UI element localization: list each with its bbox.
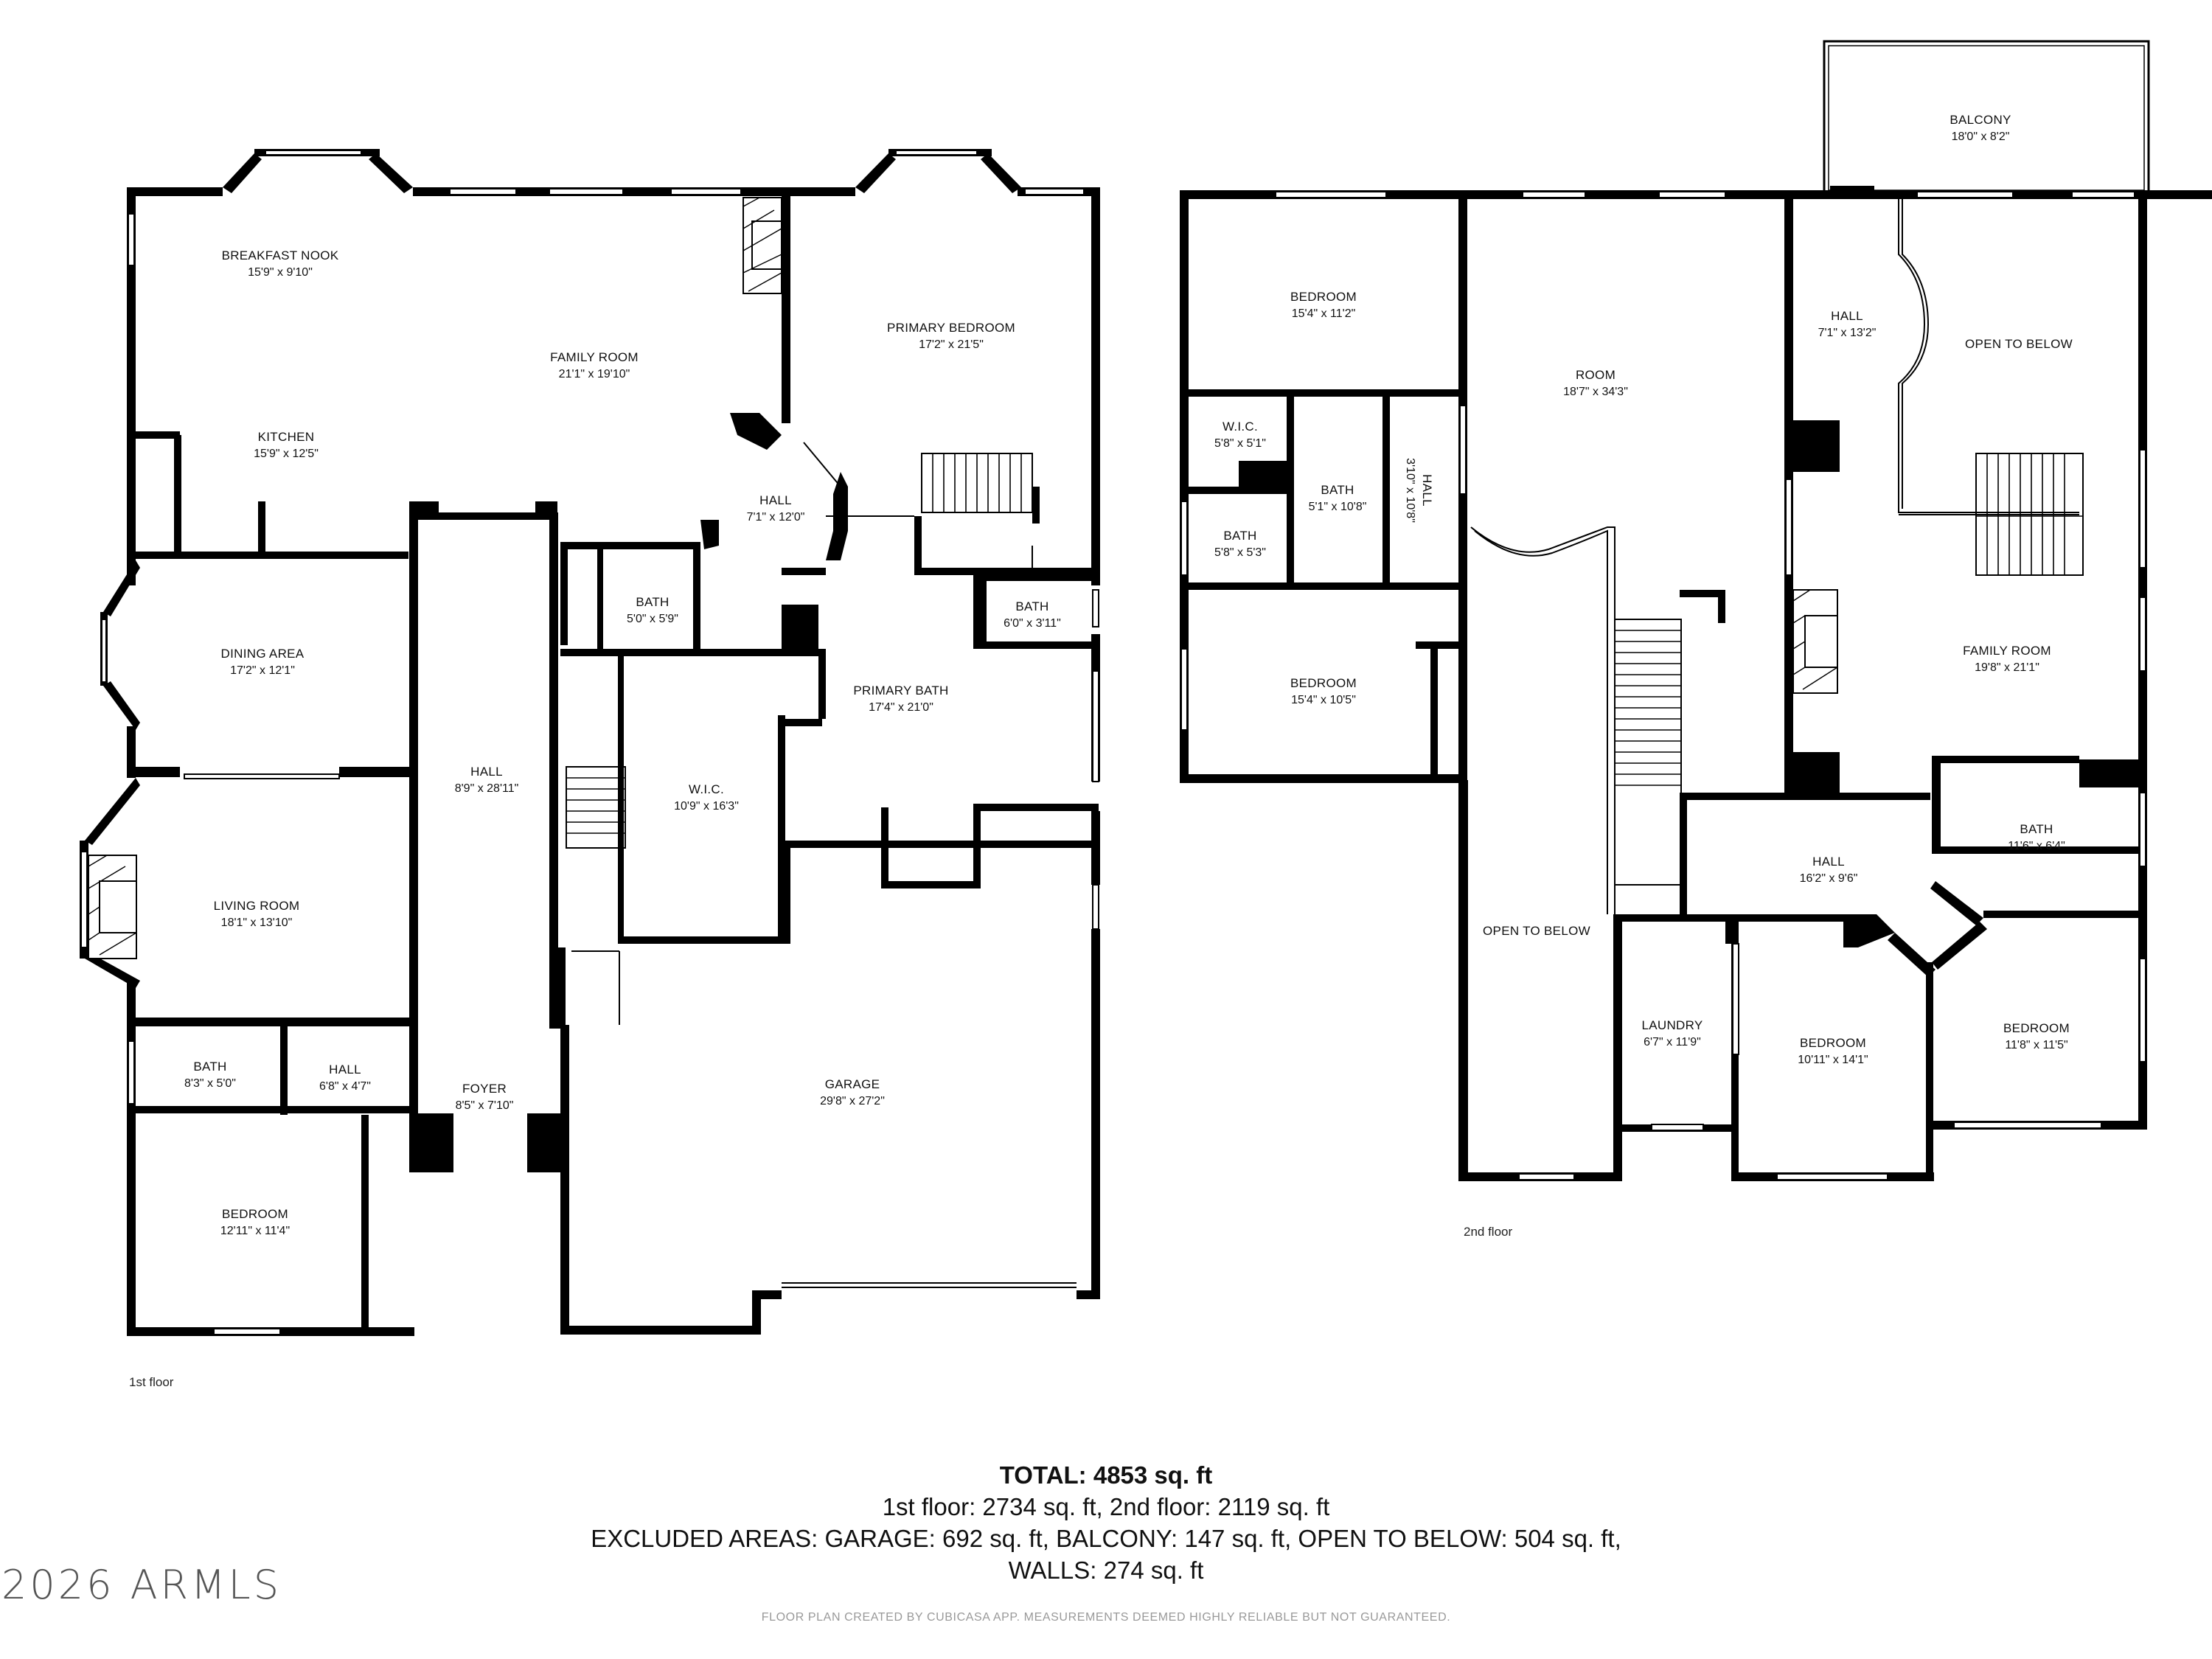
first-floor-stairs-hall: [566, 766, 626, 849]
room-dimensions: 5'1" x 10'8": [1309, 501, 1367, 513]
room-name: BALCONY: [1950, 113, 2011, 127]
total-area: TOTAL: 4853 sq. ft: [999, 1461, 1213, 1489]
second-floor-stairs-family: [1975, 453, 2084, 576]
room-dimensions: 15'9" x 9'10": [248, 266, 313, 279]
room-dimensions: 17'2" x 21'5": [919, 338, 984, 351]
room-name: BEDROOM: [1290, 290, 1357, 304]
room-name: PRIMARY BATH: [853, 684, 948, 698]
room-name: KITCHEN: [258, 430, 315, 444]
first-floor-plan: BREAKFAST NOOK 15'9" x 9'10" FAMILY ROOM…: [80, 149, 1100, 1389]
room-dimensions: 19'8" x 21'1": [1975, 661, 2039, 674]
room-name: LIVING ROOM: [214, 899, 300, 913]
room-dimensions: 17'2" x 12'1": [230, 664, 295, 677]
room-dimensions: 6'8" x 4'7": [319, 1080, 371, 1093]
room-name: HALL: [1420, 474, 1434, 507]
room-name: BREAKFAST NOOK: [222, 248, 339, 262]
floor-label: 1st floor: [129, 1375, 174, 1389]
room-name: LAUNDRY: [1641, 1018, 1703, 1032]
room-dimensions: 5'8" x 5'1": [1214, 437, 1266, 450]
room-name: FOYER: [462, 1082, 507, 1096]
open-to-below-upper-outline: [1467, 199, 2079, 1172]
fireplace-living-room: [88, 855, 137, 959]
room-dimensions: 29'8" x 27'2": [820, 1095, 885, 1107]
room-name: HALL: [470, 765, 503, 779]
first-floor-thin-lines: [176, 439, 1077, 1324]
disclaimer: FLOOR PLAN CREATED BY CUBICASA APP. MEAS…: [761, 1611, 1451, 1624]
room-dimensions: 8'9" x 28'11": [455, 782, 519, 795]
second-floor-plan: BALCONY 18'0" x 8'2" BEDROOM 15'4" x 11'…: [1180, 40, 2212, 1239]
room-dimensions: 18'7" x 34'3": [1563, 386, 1628, 398]
room-name: HALL: [1831, 309, 1863, 323]
room-dimensions: 5'8" x 5'3": [1214, 546, 1266, 559]
room-name: HALL: [1812, 855, 1845, 869]
room-dimensions: 10'9" x 16'3": [674, 800, 739, 813]
room-name: BATH: [1223, 529, 1256, 543]
room-dimensions: 6'0" x 3'11": [1004, 617, 1061, 630]
room-name: OPEN TO BELOW: [1483, 924, 1590, 938]
room-name: BATH: [1015, 599, 1048, 613]
room-dimensions: 10'11" x 14'1": [1798, 1054, 1868, 1066]
room-name: BEDROOM: [222, 1207, 288, 1221]
excluded-areas: EXCLUDED AREAS: GARAGE: 692 sq. ft, BALC…: [591, 1525, 1621, 1552]
room-dimensions: 12'11" x 11'4": [220, 1225, 290, 1237]
room-name: DINING AREA: [221, 647, 305, 661]
room-dimensions: 11'6" x 6'4": [2008, 840, 2065, 852]
room-name: PRIMARY BEDROOM: [887, 321, 1015, 335]
second-floor-stairs-room: [1614, 619, 1682, 886]
room-name: HALL: [759, 493, 792, 507]
copyright-watermark: 2026 ARMLS: [1, 1562, 282, 1608]
floor-areas: 1st floor: 2734 sq. ft, 2nd floor: 2119 …: [882, 1493, 1330, 1520]
room-dimensions: 15'9" x 12'5": [254, 448, 319, 460]
room-dimensions: 15'4" x 11'2": [1292, 307, 1356, 320]
room-dimensions: 18'0" x 8'2": [1952, 131, 2010, 143]
room-dimensions: 15'4" x 10'5": [1291, 694, 1356, 706]
room-name: BATH: [193, 1060, 226, 1074]
room-name: BEDROOM: [2003, 1021, 2070, 1035]
room-dimensions: 11'8" x 11'5": [2005, 1039, 2067, 1051]
room-name: FAMILY ROOM: [1963, 644, 2051, 658]
room-name: BATH: [2020, 822, 2053, 836]
room-name: BEDROOM: [1290, 676, 1357, 690]
fireplace-second-floor-family-room: [1792, 589, 1838, 694]
room-name: ROOM: [1576, 368, 1615, 382]
walls-area: WALLS: 274 sq. ft: [1008, 1557, 1204, 1584]
room-name: FAMILY ROOM: [550, 350, 639, 364]
floor-label: 2nd floor: [1464, 1225, 1512, 1239]
room-dimensions: 18'1" x 13'10": [221, 917, 293, 929]
first-floor-stairs-primary: [921, 453, 1033, 513]
room-dimensions: 7'1" x 12'0": [747, 511, 805, 524]
room-name: W.I.C.: [1222, 420, 1258, 434]
second-floor-room-labels: BALCONY 18'0" x 8'2" BEDROOM 15'4" x 11'…: [1214, 113, 2073, 1239]
room-dimensions: 21'1" x 19'10": [559, 368, 630, 380]
area-summary: TOTAL: 4853 sq. ft 1st floor: 2734 sq. f…: [0, 1460, 2212, 1586]
room-name: BATH: [1321, 483, 1354, 497]
room-dimensions: 3'10" x 10'8": [1404, 458, 1416, 523]
room-dimensions: 6'7" x 11'9": [1644, 1036, 1701, 1048]
room-dimensions: 16'2" x 9'6": [1800, 872, 1858, 885]
room-dimensions: 8'5" x 7'10": [456, 1099, 514, 1112]
room-name: GARAGE: [825, 1077, 880, 1091]
first-floor-windows: [80, 150, 1099, 1335]
room-name: BEDROOM: [1800, 1036, 1866, 1050]
room-dimensions: 8'3" x 5'0": [184, 1077, 236, 1090]
second-floor-windows: [1180, 191, 2146, 1180]
room-name: HALL: [329, 1062, 361, 1077]
room-dimensions: 5'0" x 5'9": [627, 613, 678, 625]
room-name: W.I.C.: [689, 782, 724, 796]
room-dimensions: 7'1" x 13'2": [1818, 327, 1877, 339]
room-name: OPEN TO BELOW: [1965, 337, 2073, 351]
first-floor-room-labels: BREAKFAST NOOK 15'9" x 9'10" FAMILY ROOM…: [129, 248, 1061, 1389]
room-name: BATH: [636, 595, 669, 609]
fireplace-family-room: [742, 197, 782, 294]
room-dimensions: 17'4" x 21'0": [869, 701, 933, 714]
